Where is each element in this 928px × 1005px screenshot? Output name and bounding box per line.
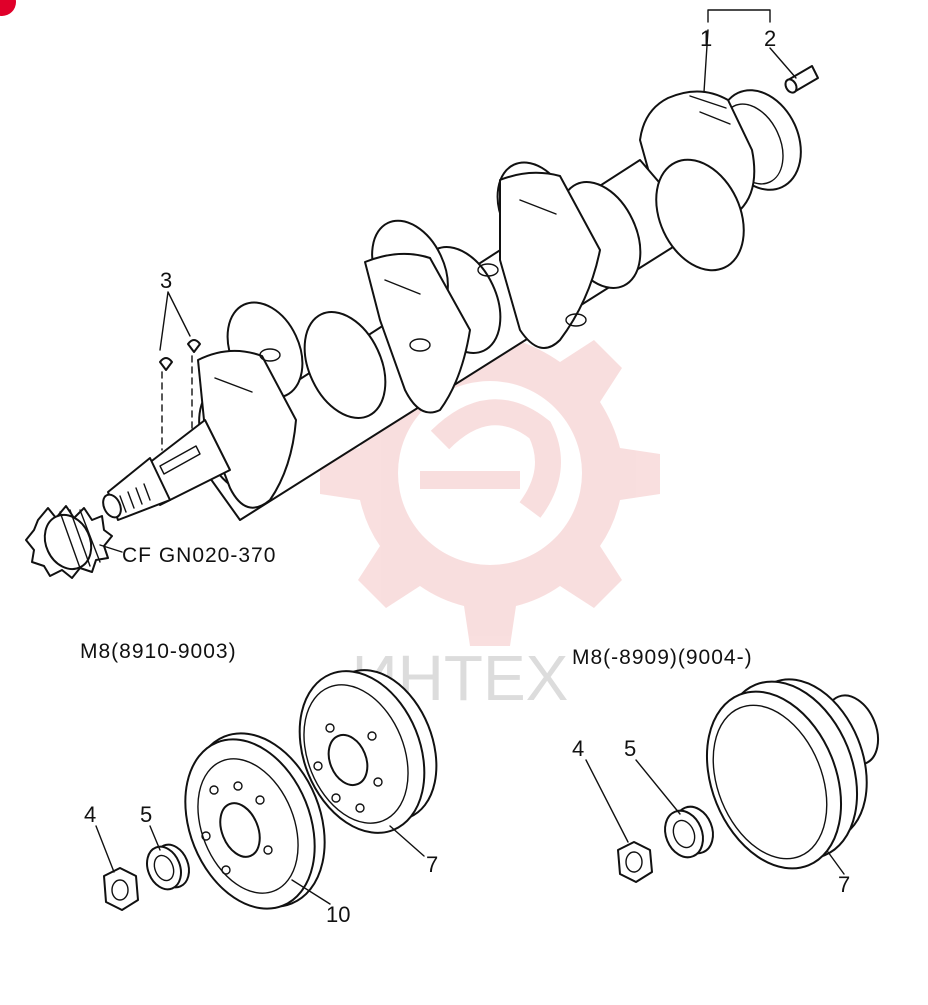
label-part-4-left: 4 bbox=[84, 802, 96, 827]
reference-note: CF GN020-370 bbox=[122, 544, 276, 567]
corner-badge bbox=[0, 0, 16, 16]
label-part-7-left: 7 bbox=[426, 852, 438, 877]
crankshaft-drawing bbox=[25, 65, 819, 579]
label-part-2: 2 bbox=[764, 26, 776, 51]
leader-lines-bottom bbox=[95, 759, 845, 905]
timing-gear-icon bbox=[25, 505, 113, 579]
label-part-5-left: 5 bbox=[140, 802, 152, 827]
label-part-4-right: 4 bbox=[572, 736, 584, 761]
label-part-1: 1 bbox=[700, 26, 712, 51]
pulley-group-right bbox=[617, 678, 880, 883]
variant-label-left: M8(8910-9003) bbox=[80, 640, 237, 663]
label-part-10: 10 bbox=[326, 902, 350, 927]
label-part-7-right: 7 bbox=[838, 872, 850, 897]
pulley-group-left bbox=[103, 669, 438, 911]
leader-lines-top bbox=[99, 9, 797, 553]
label-part-5-right: 5 bbox=[624, 736, 636, 761]
label-part-3: 3 bbox=[160, 268, 172, 293]
variant-label-right: M8(-8909)(9004-) bbox=[572, 646, 753, 669]
